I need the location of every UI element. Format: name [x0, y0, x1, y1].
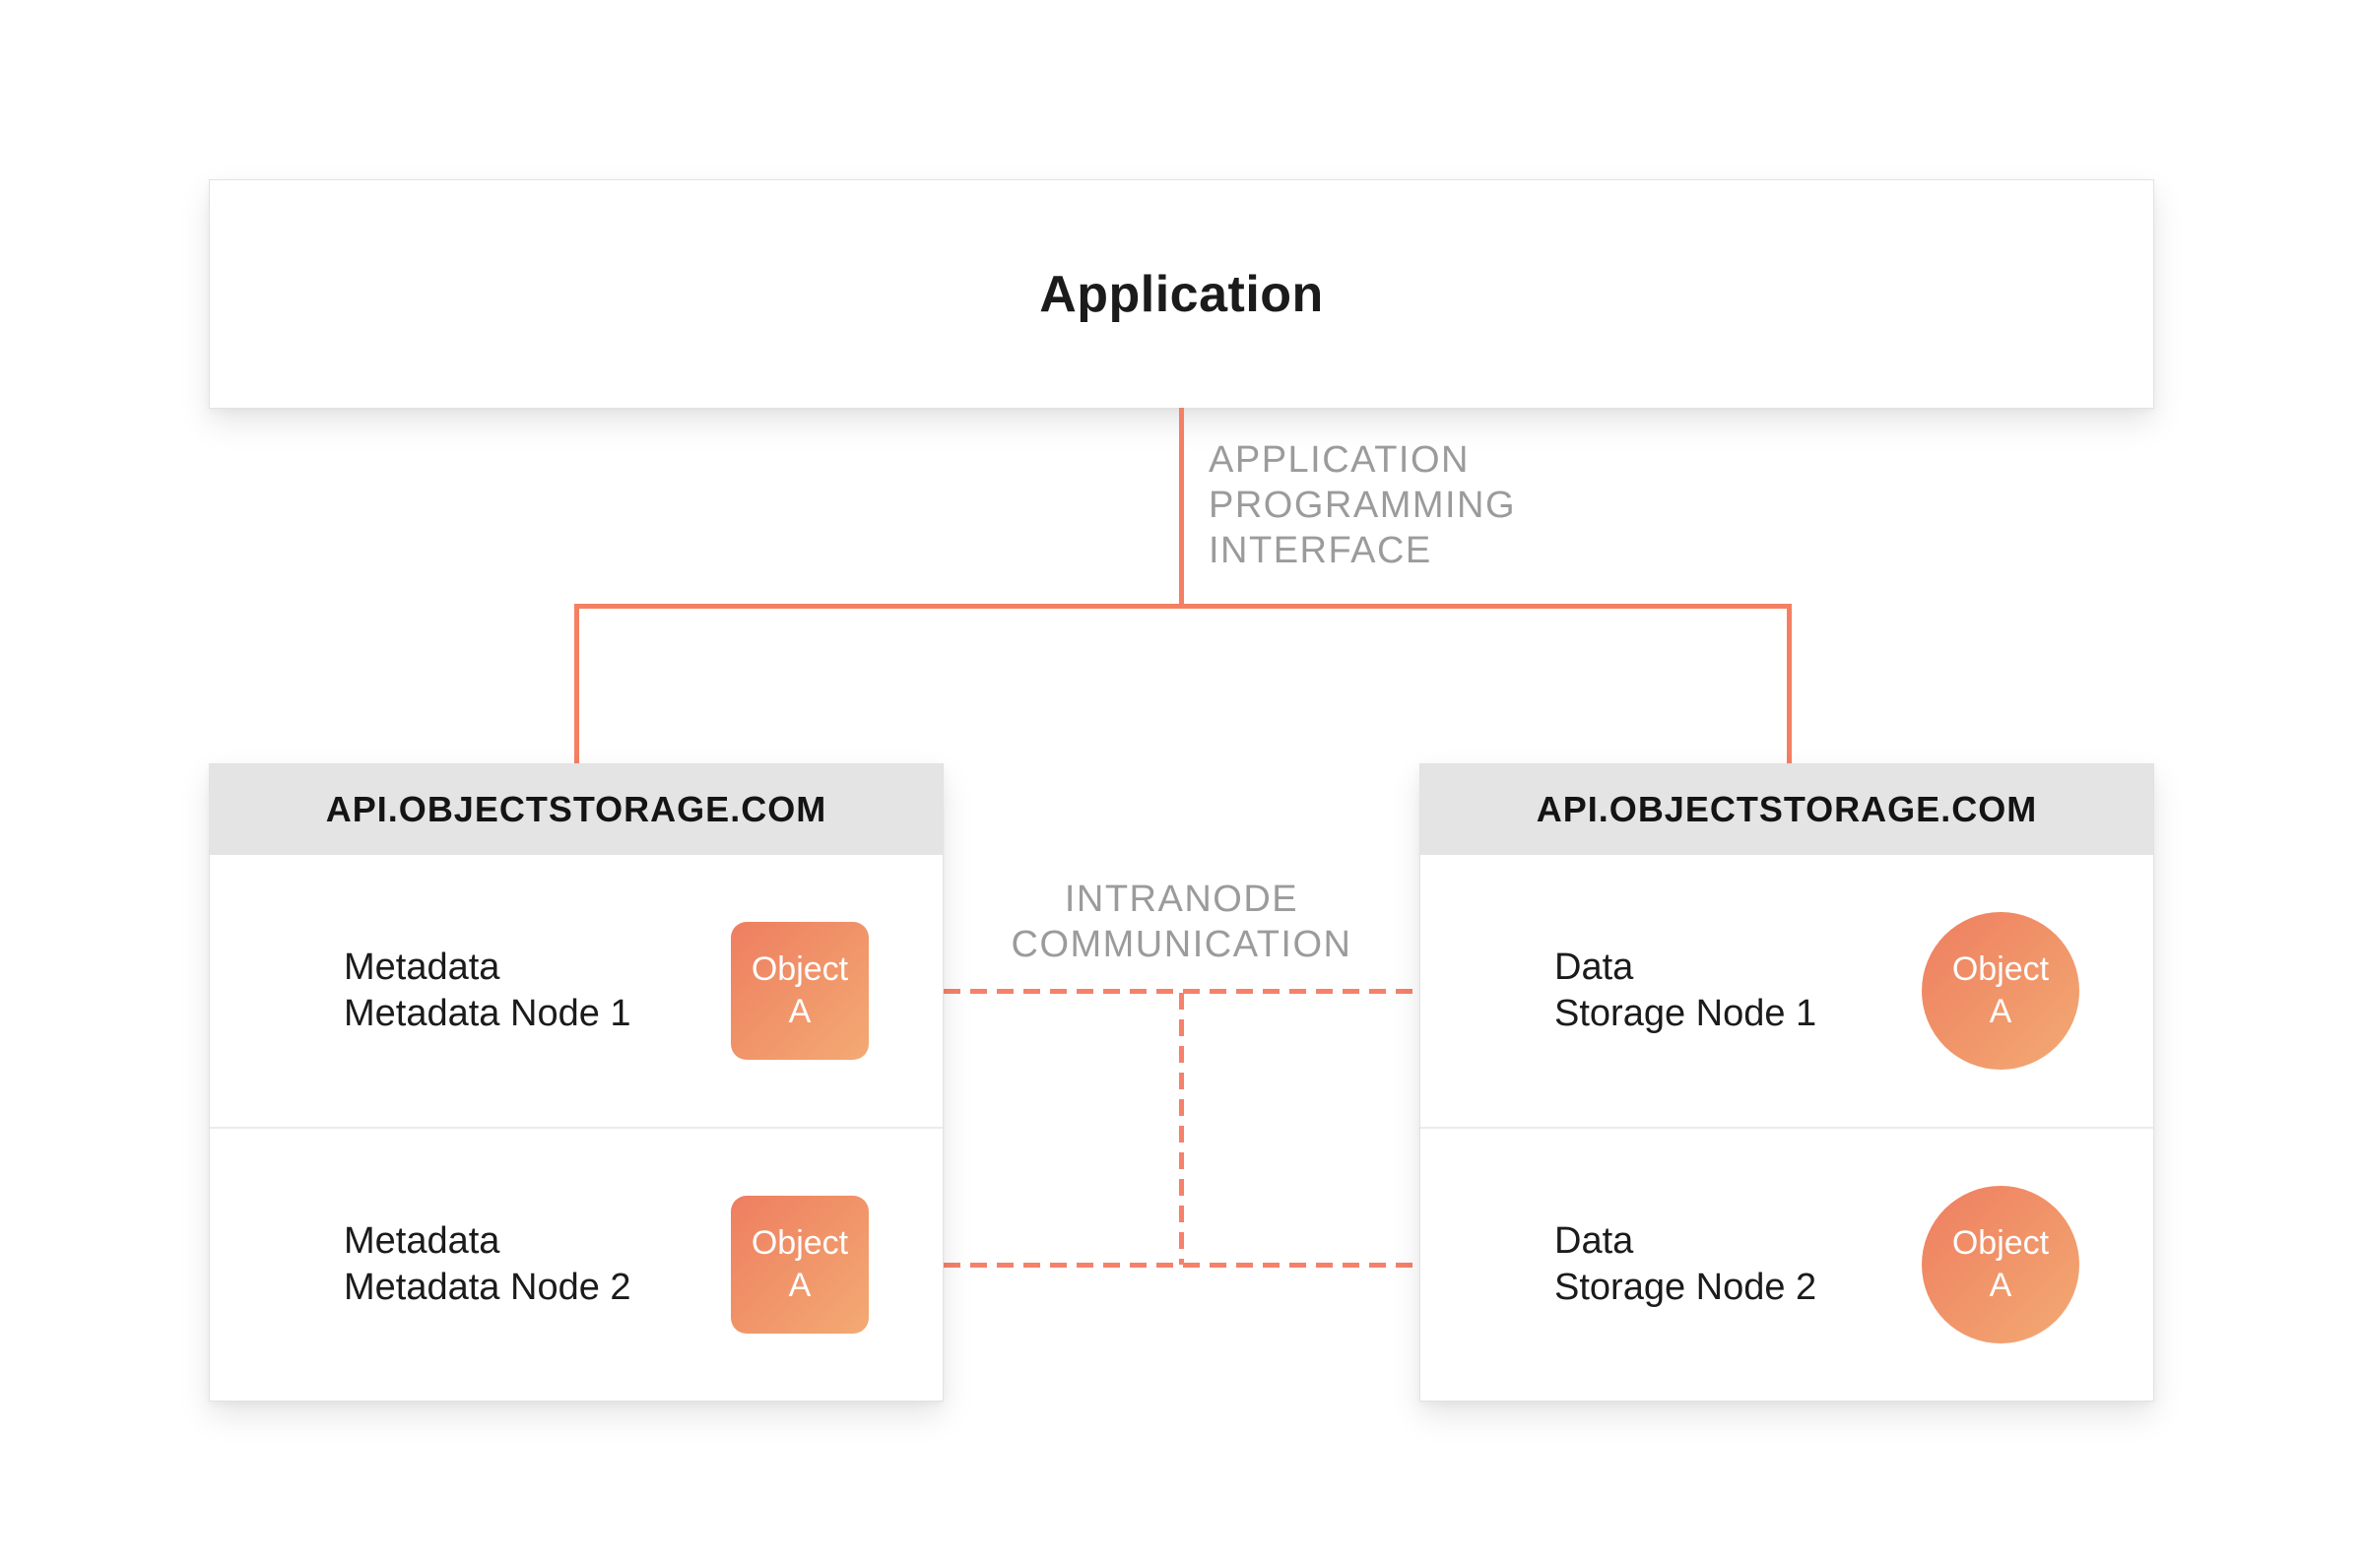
metadata-node-row-2: Metadata Metadata Node 2 Object A: [210, 1127, 943, 1401]
application-title: Application: [1039, 265, 1324, 323]
object-badge-line-1: Object: [1951, 950, 2050, 988]
metadata-node-row-2-text: Metadata Metadata Node 2: [344, 1218, 631, 1311]
intranode-communication-label: INTRANODE COMMUNICATION: [944, 877, 1419, 967]
data-storage-node-row-2-text: Data Storage Node 2: [1554, 1218, 1816, 1311]
object-badge-line-1: Object: [1951, 1224, 2050, 1262]
metadata-node-row-1-text: Metadata Metadata Node 1: [344, 945, 631, 1037]
intranode-label-line-1: INTRANODE: [1064, 879, 1299, 920]
data-storage-node-row-1: Data Storage Node 1 Object A: [1420, 855, 2153, 1127]
object-a-badge-circle: Object A: [1922, 1186, 2079, 1343]
row-subtitle: Storage Node 1: [1554, 993, 1817, 1034]
object-a-badge-circle: Object A: [1922, 912, 2079, 1070]
row-subtitle: Metadata Node 1: [344, 993, 631, 1034]
data-storage-node-box: API.OBJECTSTORAGE.COM Data Storage Node …: [1419, 763, 2154, 1402]
object-badge-line-1: Object: [751, 950, 849, 988]
row-title: Data: [1554, 1220, 1634, 1262]
object-badge-line-2: A: [788, 993, 812, 1030]
object-a-badge-square: Object A: [731, 1196, 869, 1334]
row-title: Metadata: [344, 947, 500, 988]
data-storage-node-row-1-text: Data Storage Node 1: [1554, 945, 1816, 1037]
connector-vertical-right: [1787, 607, 1792, 763]
object-badge-line-2: A: [788, 1267, 812, 1304]
metadata-node-row-1: Metadata Metadata Node 1 Object A: [210, 855, 943, 1127]
api-label-line-1: APPLICATION: [1209, 439, 1470, 481]
metadata-node-header: API.OBJECTSTORAGE.COM: [210, 764, 943, 855]
intranode-label-line-2: COMMUNICATION: [1011, 924, 1352, 965]
row-subtitle: Storage Node 2: [1554, 1267, 1817, 1308]
connector-vertical-left: [574, 607, 579, 763]
data-storage-node-header: API.OBJECTSTORAGE.COM: [1420, 764, 2153, 855]
row-title: Data: [1554, 947, 1634, 988]
object-badge-line-2: A: [1989, 993, 2012, 1030]
api-connector-label: APPLICATION PROGRAMMING INTERFACE: [1209, 437, 1516, 573]
connector-vertical-center: [1179, 408, 1184, 606]
metadata-node-box: API.OBJECTSTORAGE.COM Metadata Metadata …: [209, 763, 944, 1402]
api-label-line-3: INTERFACE: [1209, 530, 1432, 571]
intranode-dashed-link-row1: [944, 989, 1419, 994]
object-badge-line-2: A: [1989, 1267, 2012, 1304]
api-label-line-2: PROGRAMMING: [1209, 485, 1517, 526]
connector-horizontal: [574, 604, 1792, 609]
object-a-badge-square: Object A: [731, 922, 869, 1060]
intranode-dashed-link-row2: [944, 1263, 1419, 1268]
row-title: Metadata: [344, 1220, 500, 1262]
row-subtitle: Metadata Node 2: [344, 1267, 631, 1308]
application-box: Application: [209, 179, 2154, 409]
object-badge-line-1: Object: [751, 1224, 849, 1262]
data-storage-node-row-2: Data Storage Node 2 Object A: [1420, 1127, 2153, 1401]
intranode-dashed-link-vertical: [1179, 993, 1184, 1265]
